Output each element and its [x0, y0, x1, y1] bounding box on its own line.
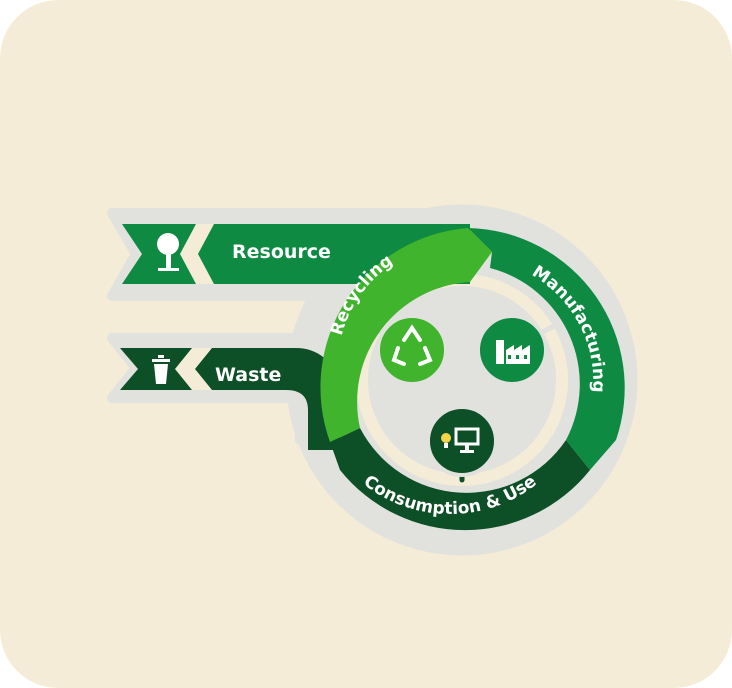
factory-icon — [496, 340, 530, 364]
consumption-circle — [426, 405, 498, 477]
recycling-circle — [376, 314, 448, 386]
trash-bin-icon — [152, 355, 170, 384]
recycling-segment — [320, 228, 492, 442]
recycle-icon — [391, 324, 433, 366]
lightbulb-monitor-icon — [441, 427, 480, 453]
resource-label: Resource — [232, 241, 331, 263]
waste-banner — [120, 348, 340, 450]
consumption-segment — [330, 428, 590, 531]
tree-icon — [157, 233, 179, 271]
waste-icon-divider — [175, 348, 212, 390]
waste-label: Waste — [215, 364, 281, 386]
manufacturing-segment — [468, 228, 625, 470]
resource-icon-divider — [180, 224, 214, 284]
